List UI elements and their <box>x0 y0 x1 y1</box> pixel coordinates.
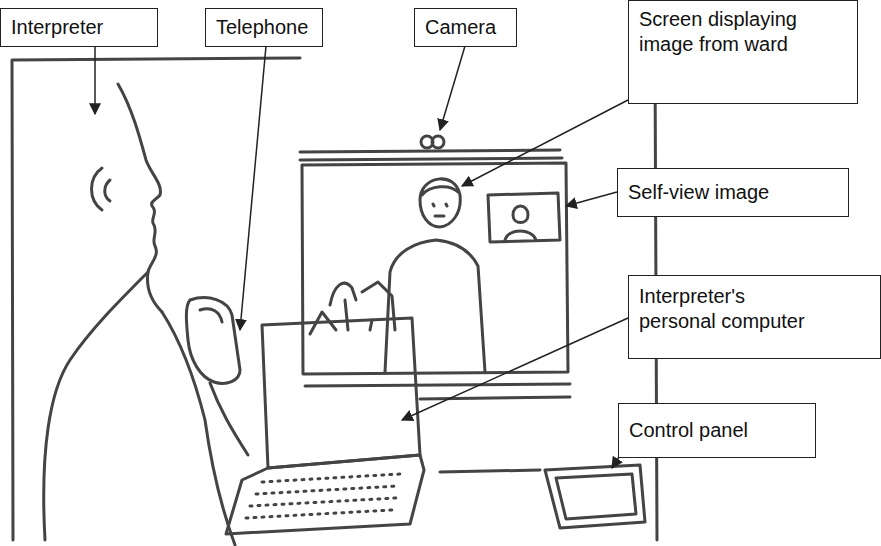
interpreter-profile <box>118 84 162 312</box>
laptop-base <box>226 455 424 534</box>
label-box: Interpreter's personal computer <box>628 275 881 359</box>
leader-arrow <box>402 318 628 420</box>
label-box: Camera <box>414 8 517 47</box>
label-box: Self-view image <box>617 168 849 217</box>
laptop-keys <box>246 474 400 518</box>
control-panel-shape <box>440 465 645 528</box>
self-view-frame <box>488 193 560 242</box>
telephone-hand <box>186 298 240 384</box>
label-text: Self-view image <box>628 180 838 205</box>
interpreter-ear <box>92 168 111 210</box>
leader-arrow <box>462 100 628 186</box>
label-box: Screen displaying image from ward <box>628 0 858 104</box>
laptop-screen <box>262 318 420 468</box>
leader-arrow <box>566 192 617 206</box>
label-box: Telephone <box>205 8 323 47</box>
camera-lens <box>432 136 444 148</box>
label-text: Camera <box>425 15 506 40</box>
screen-person <box>385 179 485 372</box>
leader-arrow <box>240 46 266 330</box>
label-box: Interpreter <box>0 8 158 47</box>
ward-background <box>310 282 395 334</box>
leader-arrow <box>440 46 465 130</box>
interpreter-body <box>44 272 148 540</box>
arm-line <box>162 312 248 545</box>
label-text: Interpreter <box>11 15 147 40</box>
leader-arrow <box>94 46 96 114</box>
label-text: Interpreter's personal computer <box>639 284 820 334</box>
label-text: Control panel <box>629 418 805 443</box>
label-text: Telephone <box>216 15 312 40</box>
label-text: Screen displaying image from ward <box>639 7 817 57</box>
label-box: Control panel <box>618 403 816 458</box>
sketch-frame <box>12 58 657 540</box>
